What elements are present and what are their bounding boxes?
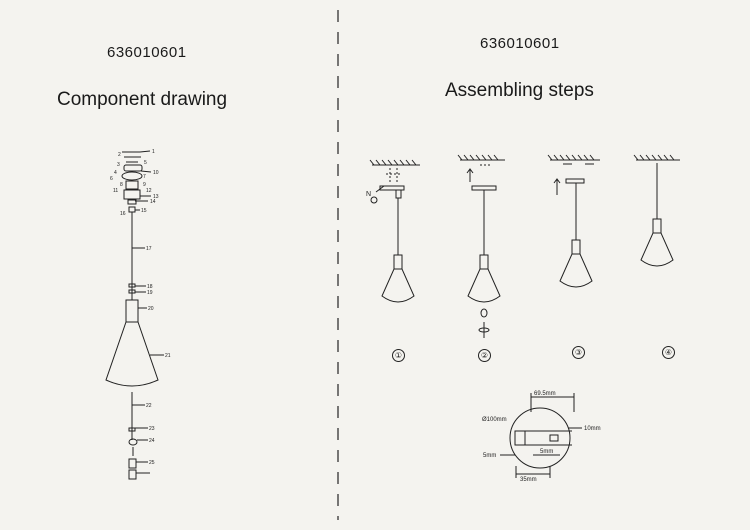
step-number-3: ③ [572, 346, 585, 359]
part-number: 5 [144, 160, 147, 166]
part-number: 16 [120, 211, 126, 217]
dim-right-offset: 10mm [584, 426, 601, 432]
part-number-labels: 2 1 3 4 5 6 7 8 9 10 11 12 13 14 15 16 1… [110, 149, 171, 466]
part-number: 20 [148, 306, 154, 312]
assembly-step-3 [547, 154, 600, 288]
part-number: 6 [110, 176, 113, 182]
part-number: 10 [153, 170, 159, 176]
part-number: 23 [149, 426, 155, 432]
step-number-4: ④ [662, 346, 675, 359]
step-number-2: ② [478, 349, 491, 362]
canopy-dimension-drawing [500, 393, 582, 478]
part-number: 13 [153, 194, 159, 200]
part-number: 22 [146, 403, 152, 409]
dim-bottom: 35mm [520, 477, 537, 483]
part-number: 8 [120, 182, 123, 188]
part-number: 12 [146, 188, 152, 194]
part-number: 25 [149, 460, 155, 466]
assembling-steps-title: Assembling steps [445, 80, 594, 101]
right-model-number: 636010601 [480, 35, 560, 52]
svg-text:N: N [366, 191, 371, 198]
dim-left-gap: 5mm [483, 453, 496, 459]
part-number: 4 [114, 170, 117, 176]
component-exploded-view [105, 150, 164, 480]
part-number: 19 [147, 290, 153, 296]
dim-diameter: Ø100mm [482, 417, 507, 423]
assembly-step-4 [633, 154, 680, 267]
part-number: 11 [113, 188, 118, 194]
part-number: 18 [147, 284, 153, 290]
part-number: 17 [146, 246, 152, 252]
left-model-number: 636010601 [107, 44, 187, 61]
part-number: 21 [165, 353, 171, 359]
component-drawing-title: Component drawing [57, 89, 228, 110]
part-number: 1 [152, 149, 155, 155]
part-number: 24 [149, 438, 155, 444]
part-number: 7 [143, 174, 146, 180]
dim-center-gap: 5mm [540, 449, 553, 455]
part-number: 14 [150, 199, 156, 205]
dim-width: 69.5mm [534, 391, 556, 397]
part-number: 9 [143, 182, 146, 188]
assembly-step-2 [457, 154, 505, 338]
step-number-1: ① [392, 349, 405, 362]
assembly-step-1: N [366, 159, 420, 303]
canopy-dimension-labels: 69.5mm Ø100mm 10mm 5mm 5mm 35mm [482, 391, 601, 483]
part-number: 2 [118, 152, 121, 158]
part-number: 15 [141, 208, 147, 214]
part-number: 3 [117, 162, 120, 168]
